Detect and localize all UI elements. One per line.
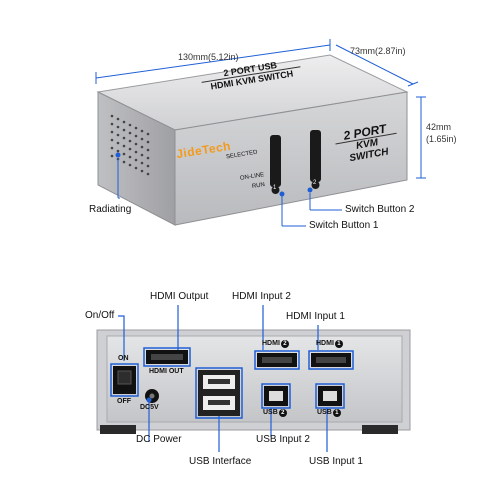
callout-hdmi-output: HDMI Output xyxy=(150,291,209,302)
callout-usb-input-1: USB Input 1 xyxy=(309,456,363,467)
device-front-face xyxy=(174,91,408,226)
button-1-led xyxy=(271,186,280,194)
panel-text-hdmi-in-1: HDMI xyxy=(316,340,334,347)
button-2-led xyxy=(311,181,320,189)
button-2-number: 2 xyxy=(313,180,317,186)
callout-usb-interface: USB Interface xyxy=(189,456,252,467)
button-1-number: 1 xyxy=(273,185,277,191)
callout-leaders xyxy=(117,158,342,227)
panel-text-usb-1: USB xyxy=(317,409,332,416)
panel-port-num-usb-2: 2 xyxy=(278,409,287,417)
back-callout-boxes xyxy=(110,347,354,419)
top-view-illustration xyxy=(95,39,426,227)
length-dimension-label: 130mm(5.12in) xyxy=(178,52,239,62)
back-callout-leaders xyxy=(118,305,328,452)
panel-port-num-hdmi-1: 1 xyxy=(334,340,343,348)
dimension-lines xyxy=(95,39,426,179)
callout-usb-input-2: USB Input 2 xyxy=(256,434,310,445)
width-dimension-label: 73mm(2.87in) xyxy=(350,46,406,56)
panel-text-dc: DC5V xyxy=(140,404,159,411)
callout-radiating: Radiating xyxy=(89,204,132,215)
callout-dc-power: DC Power xyxy=(136,434,182,445)
foot-left xyxy=(100,425,136,434)
power-switch-rocker xyxy=(117,370,132,385)
back-view-illustration xyxy=(96,305,411,452)
panel-text-on: ON xyxy=(118,355,129,362)
callout-dots xyxy=(115,152,313,197)
height-dimension-in: (1.65in) xyxy=(426,134,457,144)
vent-holes xyxy=(110,114,150,176)
switch-button-1 xyxy=(270,135,281,187)
callout-switch-button-2: Switch Button 2 xyxy=(345,204,415,215)
panel-text-off: OFF xyxy=(117,398,131,405)
panel-port-num-hdmi-2: 2 xyxy=(280,340,289,348)
height-dimension-mm: 42mm xyxy=(426,122,452,132)
foot-right xyxy=(362,425,398,434)
panel-text-usb-2: USB xyxy=(263,409,278,416)
panel-text-hdmi-out: HDMI OUT xyxy=(149,368,184,375)
switch-button-2 xyxy=(310,130,321,182)
back-callout-dots xyxy=(146,397,152,403)
callout-switch-button-1: Switch Button 1 xyxy=(309,220,379,231)
panel-text-hdmi-in-2: HDMI xyxy=(262,340,280,347)
callout-hdmi-input-1: HDMI Input 1 xyxy=(286,311,345,322)
callout-hdmi-input-2: HDMI Input 2 xyxy=(232,291,291,302)
panel-port-num-usb-1: 1 xyxy=(332,409,341,417)
callout-on-off: On/Off xyxy=(85,310,115,321)
